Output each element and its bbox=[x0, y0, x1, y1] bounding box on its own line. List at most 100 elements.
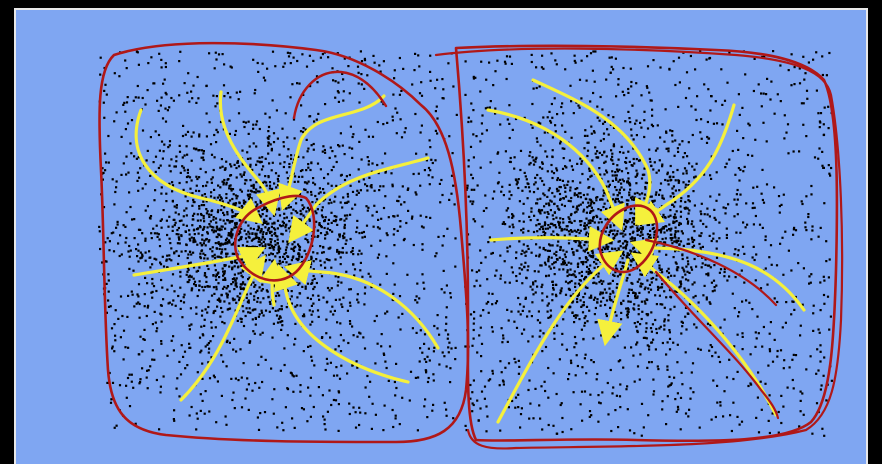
particle-left-particle bbox=[367, 160, 370, 163]
particle-left-particle bbox=[381, 162, 384, 165]
particle-right-particle bbox=[578, 318, 581, 321]
particle-right-particle bbox=[695, 162, 698, 165]
particle-left-particle bbox=[199, 167, 202, 170]
particle-left-particle bbox=[225, 160, 228, 163]
particle-right-particle bbox=[566, 274, 569, 278]
particle-right-particle bbox=[569, 186, 572, 189]
particle-right-particle bbox=[670, 239, 673, 242]
particle-left-particle bbox=[259, 412, 262, 415]
particle-left-particle bbox=[382, 206, 386, 210]
particle-left-particle bbox=[159, 263, 163, 266]
particle-right-particle bbox=[518, 240, 521, 243]
particle-right-particle bbox=[724, 207, 727, 210]
particle-right-particle bbox=[660, 229, 663, 232]
particle-right-particle bbox=[644, 302, 647, 305]
particle-left-particle bbox=[337, 91, 340, 94]
particle-left-particle bbox=[325, 231, 328, 234]
particle-right-particle bbox=[706, 322, 710, 325]
particle-right-particle bbox=[671, 187, 674, 190]
particle-left-particle bbox=[319, 168, 322, 171]
particle-left-particle bbox=[424, 369, 427, 372]
particle-right-particle bbox=[590, 132, 593, 135]
particle-right-particle bbox=[685, 265, 688, 268]
particle-left-particle bbox=[186, 171, 189, 174]
particle-right-particle bbox=[819, 281, 822, 284]
particle-left-particle bbox=[263, 180, 266, 183]
particle-right-particle bbox=[557, 207, 560, 210]
particle-left-particle bbox=[253, 92, 256, 95]
particle-right-particle bbox=[586, 141, 589, 144]
particle-right-particle bbox=[691, 220, 694, 223]
particle-right-particle bbox=[543, 205, 546, 208]
particle-left-particle bbox=[312, 181, 315, 184]
particle-left-particle bbox=[322, 199, 325, 202]
particle-left-particle bbox=[396, 214, 399, 217]
particle-left-particle bbox=[240, 406, 244, 409]
particle-right-particle bbox=[556, 178, 559, 182]
particle-right-particle bbox=[649, 271, 652, 274]
particle-right-particle bbox=[622, 265, 626, 269]
particle-left-particle bbox=[305, 138, 308, 141]
particle-right-particle bbox=[504, 366, 507, 369]
particle-left-particle bbox=[184, 230, 187, 233]
particle-right-particle bbox=[670, 233, 673, 236]
particle-right-particle bbox=[541, 54, 544, 57]
particle-right-particle bbox=[553, 211, 556, 214]
particle-right-particle bbox=[815, 51, 818, 54]
particle-left-particle bbox=[267, 152, 270, 155]
particle-left-particle bbox=[312, 302, 315, 305]
particle-left-particle bbox=[372, 54, 375, 57]
particle-right-particle bbox=[661, 163, 664, 166]
particle-left-particle bbox=[285, 306, 288, 309]
particle-left-particle bbox=[101, 261, 104, 264]
particle-right-particle bbox=[540, 209, 543, 212]
particle-left-particle bbox=[315, 118, 318, 121]
particle-left-particle bbox=[341, 206, 344, 209]
particle-right-particle bbox=[588, 309, 591, 312]
particle-right-particle bbox=[790, 269, 793, 272]
particle-left-particle bbox=[271, 244, 274, 247]
particle-left-particle bbox=[429, 79, 432, 82]
particle-left-particle bbox=[169, 242, 172, 245]
particle-right-particle bbox=[526, 269, 529, 272]
particle-left-particle bbox=[223, 277, 227, 280]
particle-right-particle bbox=[625, 256, 628, 259]
particle-left-particle bbox=[314, 194, 317, 198]
particle-right-particle bbox=[625, 199, 628, 202]
particle-left-particle bbox=[412, 172, 415, 176]
particle-left-particle bbox=[180, 234, 183, 238]
particle-right-particle bbox=[699, 210, 702, 213]
particle-left-particle bbox=[300, 104, 303, 107]
particle-left-particle bbox=[226, 285, 230, 288]
particle-left-particle bbox=[356, 189, 359, 192]
particle-right-particle bbox=[710, 177, 713, 180]
particle-left-particle bbox=[322, 251, 325, 254]
particle-left-particle bbox=[346, 195, 350, 198]
particle-right-particle bbox=[728, 358, 731, 361]
particle-right-particle bbox=[587, 244, 591, 247]
particle-right-particle bbox=[551, 263, 554, 266]
particle-right-particle bbox=[736, 370, 739, 373]
particle-left-particle bbox=[133, 218, 136, 221]
particle-left-particle bbox=[443, 355, 446, 358]
particle-right-particle bbox=[540, 264, 543, 267]
particle-left-particle bbox=[268, 230, 271, 233]
particle-right-particle bbox=[680, 282, 683, 286]
particle-right-particle bbox=[604, 160, 607, 163]
particle-left-particle bbox=[280, 266, 283, 270]
particle-right-particle bbox=[651, 108, 654, 111]
particle-left-particle bbox=[164, 107, 167, 110]
particle-right-particle bbox=[566, 269, 569, 272]
particle-left-particle bbox=[306, 239, 309, 242]
particle-right-particle bbox=[684, 186, 687, 189]
particle-right-particle bbox=[705, 58, 708, 61]
particle-left-particle bbox=[448, 198, 451, 201]
particle-right-particle bbox=[561, 102, 564, 105]
particle-left-particle bbox=[239, 287, 243, 290]
particle-left-particle bbox=[177, 213, 180, 216]
particle-left-particle bbox=[234, 377, 237, 380]
particle-right-particle bbox=[472, 133, 475, 136]
particle-right-particle bbox=[483, 397, 486, 400]
particle-right-particle bbox=[581, 419, 584, 422]
particle-left-particle bbox=[440, 178, 443, 182]
